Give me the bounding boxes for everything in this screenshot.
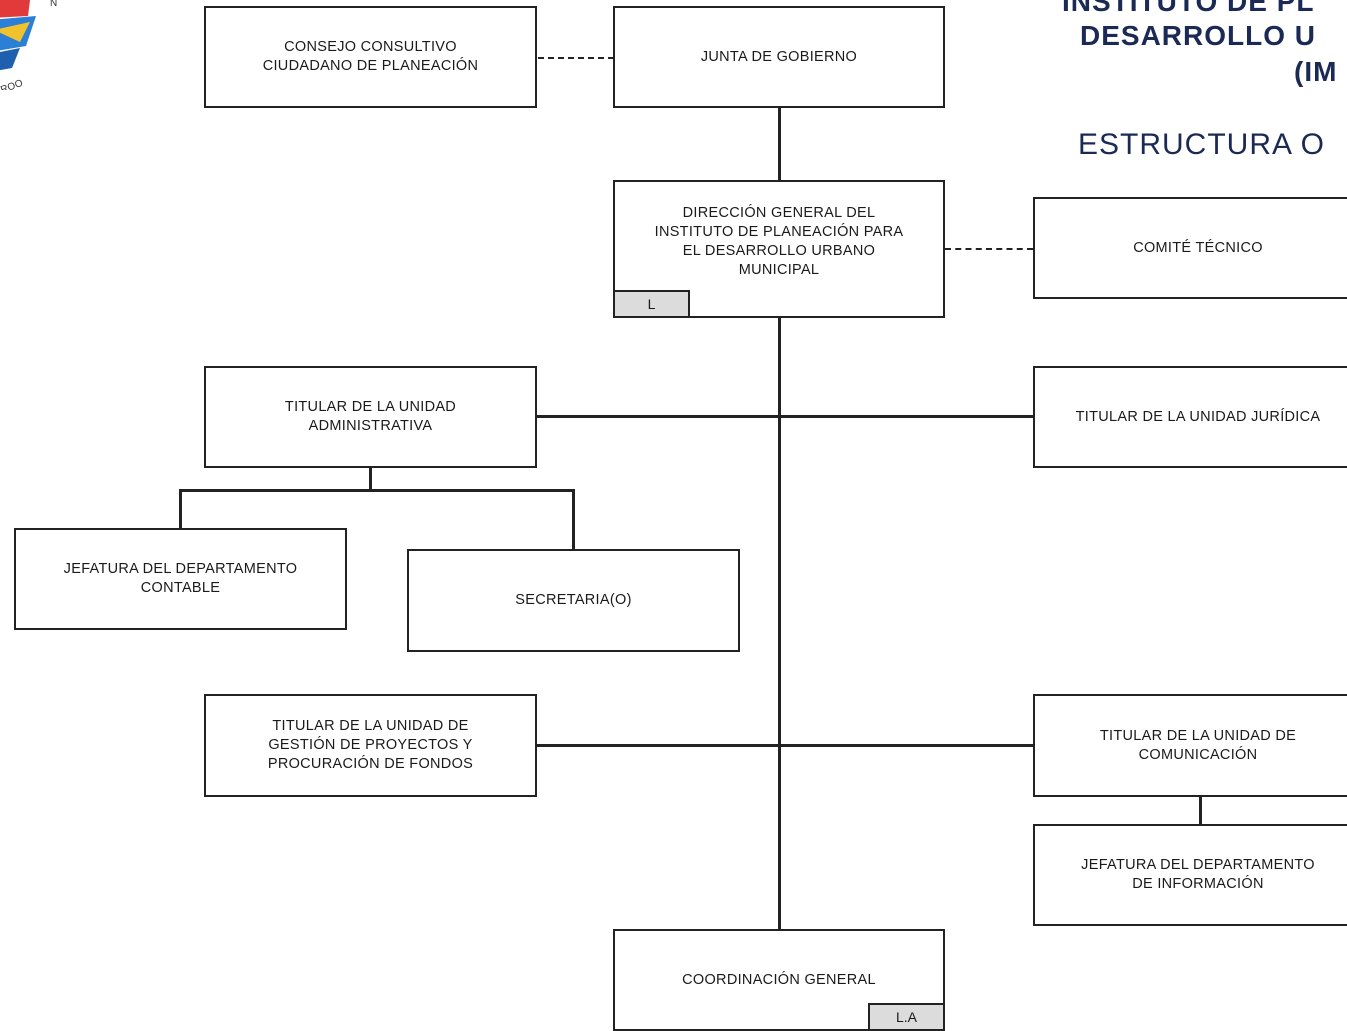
box-unidad-juridica: TITULAR DE LA UNIDAD JURÍDICA xyxy=(1033,366,1347,468)
header-title-line1: INSTITUTO DE PL xyxy=(1062,0,1315,17)
box-consejo-consultivo-label: CONSEJO CONSULTIVO CIUDADANO DE PLANEACI… xyxy=(262,39,479,74)
connector-administrativa-branch xyxy=(179,489,575,492)
box-secretaria-label: SECRETARIA(O) xyxy=(515,592,632,608)
box-departamento-informacion-label: JEFATURA DEL DEPARTAMENTO DE INFORMACIÓN xyxy=(1081,857,1315,892)
box-consejo-consultivo: CONSEJO CONSULTIVO CIUDADANO DE PLANEACI… xyxy=(204,6,537,108)
connector-main-trunk xyxy=(778,317,781,931)
box-unidad-gestion-proyectos-label: TITULAR DE LA UNIDAD DE GESTIÓN DE PROYE… xyxy=(267,718,474,772)
box-secretaria: SECRETARIA(O) xyxy=(407,549,740,652)
tag-direccion-general: L xyxy=(613,290,690,318)
box-junta-gobierno: JUNTA DE GOBIERNO xyxy=(613,6,945,108)
box-unidad-juridica-label: TITULAR DE LA UNIDAD JURÍDICA xyxy=(1075,408,1321,425)
box-junta-gobierno-label: JUNTA DE GOBIERNO xyxy=(700,48,858,65)
connector-branch-contable xyxy=(179,489,182,529)
connector-branch-secretaria xyxy=(572,489,575,551)
institution-logo-icon: N ROO xyxy=(0,0,57,90)
box-coordinacion-general-label: COORDINACIÓN GENERAL xyxy=(682,971,876,988)
dashed-link-consejo-junta xyxy=(538,57,614,59)
connector-comunicacion-informacion xyxy=(1199,796,1202,825)
box-comite-tecnico-label: COMITÉ TÉCNICO xyxy=(1133,239,1263,256)
dashed-link-direccion-comite xyxy=(945,248,1033,250)
svg-text:ROO: ROO xyxy=(0,78,25,90)
connector-junta-direccion xyxy=(778,106,781,182)
header-title-line2: DESARROLLO U xyxy=(1080,20,1316,51)
connector-gestion-comunicacion xyxy=(536,744,1034,747)
box-unidad-comunicacion: TITULAR DE LA UNIDAD DE COMUNICACIÓN xyxy=(1033,694,1347,797)
box-departamento-informacion: JEFATURA DEL DEPARTAMENTO DE INFORMACIÓN xyxy=(1033,824,1347,926)
connector-administrativa-down xyxy=(369,467,372,491)
box-direccion-general-label: DIRECCIÓN GENERAL DEL INSTITUTO DE PLANE… xyxy=(654,205,904,278)
tag-coordinacion-general: L.A xyxy=(868,1003,945,1031)
box-unidad-administrativa: TITULAR DE LA UNIDAD ADMINISTRATIVA xyxy=(204,366,537,468)
header-subtitle: ESTRUCTURA O xyxy=(1078,128,1326,161)
svg-text:N: N xyxy=(50,0,57,9)
box-departamento-contable: JEFATURA DEL DEPARTAMENTO CONTABLE xyxy=(14,528,347,630)
header-title-line3: (IM xyxy=(1294,56,1338,87)
box-unidad-comunicacion-label: TITULAR DE LA UNIDAD DE COMUNICACIÓN xyxy=(1099,727,1297,763)
box-comite-tecnico: COMITÉ TÉCNICO xyxy=(1033,197,1347,299)
box-departamento-contable-label: JEFATURA DEL DEPARTAMENTO CONTABLE xyxy=(63,561,298,596)
box-unidad-gestion-proyectos: TITULAR DE LA UNIDAD DE GESTIÓN DE PROYE… xyxy=(204,694,537,797)
connector-administrativa-juridica xyxy=(536,415,1034,418)
box-unidad-administrativa-label: TITULAR DE LA UNIDAD ADMINISTRATIVA xyxy=(284,399,457,434)
